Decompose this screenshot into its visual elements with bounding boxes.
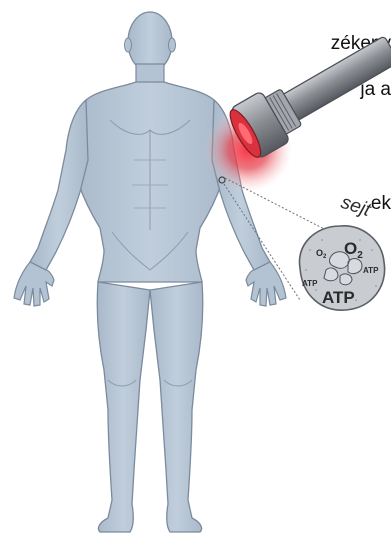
body-ear-left bbox=[125, 38, 132, 52]
body-arm-left bbox=[30, 100, 88, 270]
cell-atp-right: ATP bbox=[363, 266, 379, 275]
cell-title-label: sejt bbox=[338, 192, 373, 221]
cell-atp-left: ATP bbox=[302, 279, 318, 288]
cell-atp-big: ATP bbox=[322, 288, 355, 307]
human-body-figure bbox=[14, 12, 286, 532]
body-hand-left bbox=[14, 262, 54, 306]
laser-probe bbox=[224, 24, 391, 163]
body-head bbox=[128, 12, 172, 72]
body-neck bbox=[136, 64, 164, 84]
laser-shaft bbox=[280, 36, 391, 122]
body-leg-right bbox=[150, 282, 203, 532]
body-leg-left bbox=[97, 282, 150, 532]
body-ear-right bbox=[169, 38, 176, 52]
